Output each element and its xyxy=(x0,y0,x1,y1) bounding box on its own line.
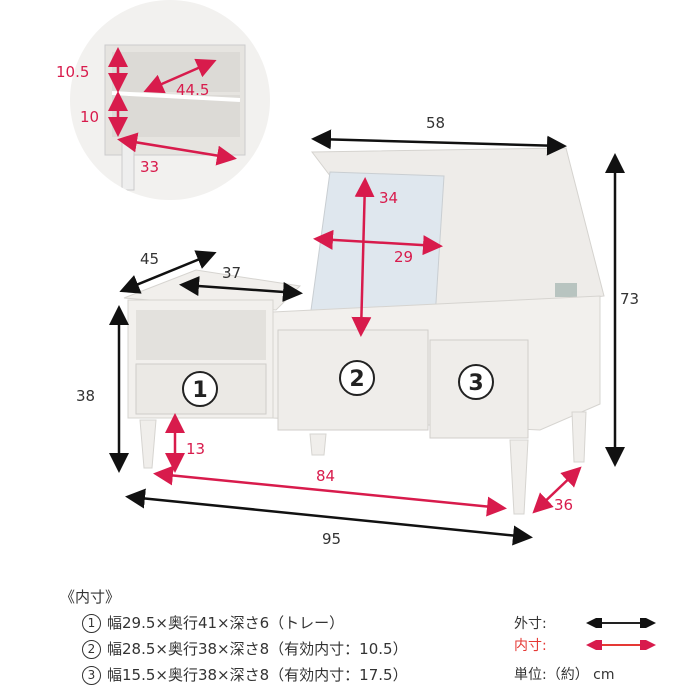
legend: 外寸: 内寸: 単位:（約） cm xyxy=(514,612,656,684)
dim-side-depth: 45 xyxy=(140,250,159,268)
dimension-lines: 58 34 29 73 45 37 38 13 84 95 36 xyxy=(76,114,639,548)
notes-row-text: 幅15.5×奥行38×深さ8（有効内寸：17.5） xyxy=(107,666,408,684)
notes-row: 2 幅28.5×奥行38×深さ8（有効内寸：10.5） xyxy=(82,636,408,662)
dim-inset-shelf-bottom: 10 xyxy=(80,108,99,126)
black-arrow-icon xyxy=(586,618,656,628)
dim-top-width: 37 xyxy=(222,264,241,282)
drawer-3-label: 3 xyxy=(468,371,483,396)
legend-outer: 外寸: xyxy=(514,612,656,634)
legend-unit: 単位:（約） cm xyxy=(514,667,615,683)
notes-row-text: 幅29.5×奥行41×深さ6（トレー） xyxy=(107,614,345,632)
notes-row: 3 幅15.5×奥行38×深さ8（有効内寸：17.5） xyxy=(82,662,408,688)
dim-body-height: 38 xyxy=(76,387,95,405)
furniture-diagram: 10.5 10 44.5 33 1 2 3 58 xyxy=(56,0,639,548)
dim-overall-height: 73 xyxy=(620,290,639,308)
legend-inner: 内寸: xyxy=(514,634,656,656)
dim-leg-depth: 36 xyxy=(554,496,573,514)
dim-mirror-height: 34 xyxy=(379,189,398,207)
dim-inner-width: 84 xyxy=(316,467,335,485)
notes-header: 《内寸》 xyxy=(60,588,121,606)
number-circle: 3 xyxy=(82,665,101,685)
dim-inset-depth: 33 xyxy=(140,158,159,176)
dim-overall-width: 95 xyxy=(322,530,341,548)
dim-inset-shelf-top: 10.5 xyxy=(56,63,89,81)
number-circle: 2 xyxy=(82,639,101,659)
notes-row: 1 幅29.5×奥行41×深さ6（トレー） xyxy=(82,610,408,636)
notes-row-text: 幅28.5×奥行38×深さ8（有効内寸：10.5） xyxy=(107,640,408,658)
inset-shelf-detail: 10.5 10 44.5 33 xyxy=(56,0,270,200)
dim-leg-clearance: 13 xyxy=(186,440,205,458)
drawer-1-label: 1 xyxy=(192,378,207,403)
dim-mirror-width: 29 xyxy=(394,248,413,266)
legend-outer-label: 外寸: xyxy=(514,616,547,632)
number-circle: 1 xyxy=(82,613,101,633)
drawer-2-label: 2 xyxy=(349,367,364,392)
inner-dimensions-notes: 《内寸》 1 幅29.5×奥行41×深さ6（トレー） 2 幅28.5×奥行38×… xyxy=(60,584,408,688)
red-arrow-icon xyxy=(586,640,656,650)
dim-lid-width: 58 xyxy=(426,114,445,132)
dim-inset-inner-width: 44.5 xyxy=(176,81,209,99)
legend-inner-label: 内寸: xyxy=(514,638,547,654)
